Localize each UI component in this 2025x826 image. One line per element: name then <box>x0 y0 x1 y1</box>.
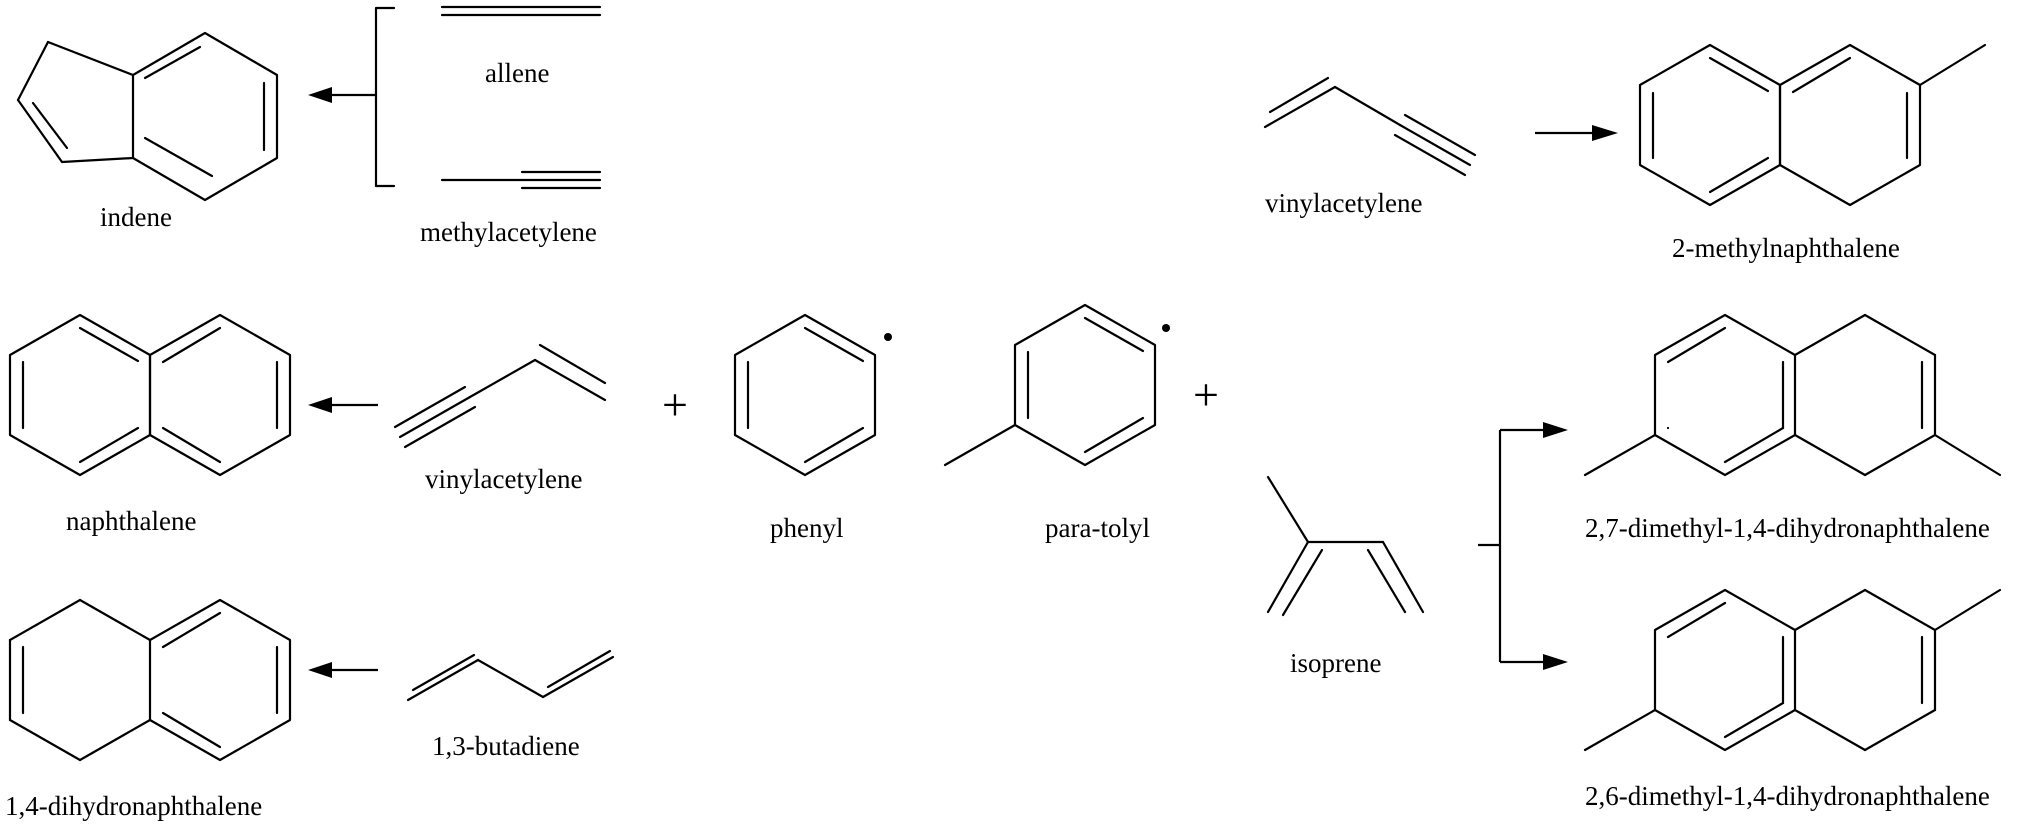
methylnaphthalene-structure <box>1638 43 1987 207</box>
plus-right: + <box>1193 369 1219 420</box>
phenyl-label: phenyl <box>770 513 844 543</box>
arrow-to-dihydronaphthalene <box>308 662 378 678</box>
isoprene-label: isoprene <box>1290 648 1381 678</box>
butadiene-structure <box>406 649 615 702</box>
phenyl-structure <box>733 313 877 477</box>
butadiene-label: 1,3-butadiene <box>432 731 580 761</box>
vinylacetylene-top-label: vinylacetylene <box>1265 188 1422 218</box>
dimethyl-27-structure <box>1583 313 2002 477</box>
phenyl-radical-dot <box>884 333 892 341</box>
vinylacetylene-top-structure <box>1263 76 1477 177</box>
allene-label: allene <box>485 58 549 88</box>
arrow-to-indene <box>308 87 372 103</box>
methylacetylene-structure <box>440 170 602 190</box>
dimethyl-27-label: 2,7-dimethyl-1,4-dihydronaphthalene <box>1585 513 1990 543</box>
dihydronaphthalene-structure <box>8 598 292 762</box>
plus-left: + <box>662 379 688 430</box>
arrow-to-naphthalene <box>308 397 378 413</box>
allene-structure <box>440 5 602 17</box>
dihydronaphthalene-label: 1,4-dihydronaphthalene <box>5 791 262 821</box>
vinylacetylene-mid-structure <box>393 343 607 449</box>
dimethyl-26-structure <box>1583 588 2002 752</box>
vinylacetylene-mid-label: vinylacetylene <box>425 464 582 494</box>
arrow-to-methylnaphthalene <box>1535 125 1618 141</box>
para-tolyl-label: para-tolyl <box>1045 513 1150 543</box>
dimethyl-26-label: 2,6-dimethyl-1,4-dihydronaphthalene <box>1585 781 1990 811</box>
branch-arrows <box>1478 422 1568 670</box>
naphthalene-structure <box>8 313 292 477</box>
para-tolyl-structure <box>943 303 1157 467</box>
methylnaphthalene-label: 2-methylnaphthalene <box>1672 233 1900 263</box>
bracket <box>370 6 396 188</box>
indene-structure <box>16 31 279 202</box>
methylacetylene-label: methylacetylene <box>420 217 597 247</box>
indene-label: indene <box>100 202 172 232</box>
isoprene-structure <box>1266 475 1425 617</box>
para-tolyl-radical-dot <box>1162 324 1170 332</box>
naphthalene-label: naphthalene <box>66 506 196 536</box>
